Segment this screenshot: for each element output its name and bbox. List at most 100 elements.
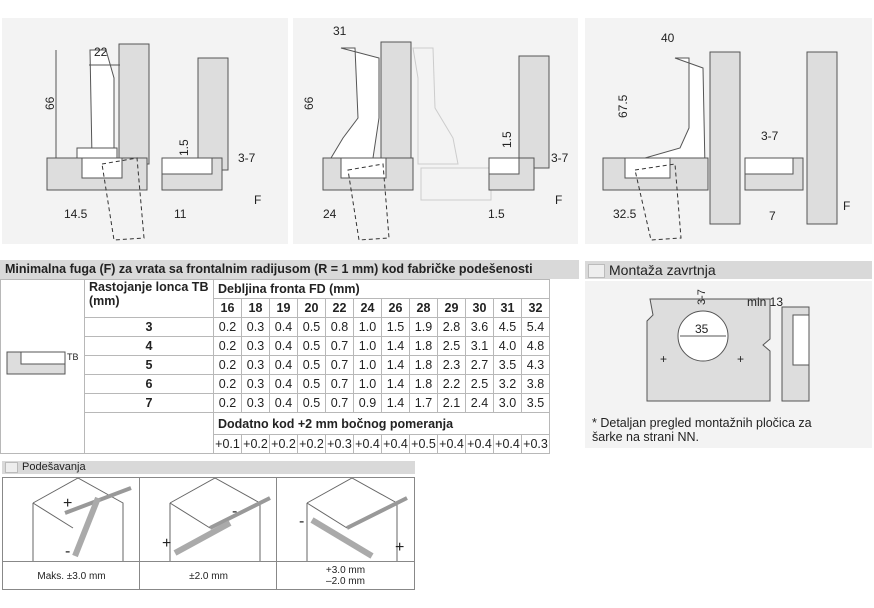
- gap-value: 0.5: [297, 336, 326, 356]
- extra-value: +0.5: [409, 434, 438, 454]
- extra-value: +0.2: [297, 434, 326, 454]
- gap-value: 0.2: [213, 393, 242, 413]
- fd-column-header: 19: [269, 298, 298, 318]
- gap-value: 3.5: [493, 355, 522, 375]
- gap-value: 2.8: [437, 317, 466, 337]
- adjust-item: + - +3.0 mm–2.0 mm: [276, 477, 415, 590]
- gap-value: 0.2: [213, 336, 242, 356]
- extra-value: +0.4: [437, 434, 466, 454]
- adjust-header: Podešavanja: [2, 461, 415, 474]
- extra-header: Dodatno kod +2 mm bočnog pomeranja: [213, 412, 550, 435]
- svg-text:7: 7: [769, 209, 776, 223]
- adjust-item: +-±2.0 mm: [139, 477, 278, 590]
- svg-text:40: 40: [661, 31, 675, 45]
- minus-label: -: [299, 513, 304, 530]
- tb-value: 4: [84, 336, 214, 356]
- gap-value: 0.3: [241, 374, 270, 394]
- gap-value: 3.8: [521, 374, 550, 394]
- tb-value: 5: [84, 355, 214, 375]
- gap-value: 0.4: [269, 355, 298, 375]
- gap-value: 0.2: [213, 374, 242, 394]
- svg-text:+: +: [737, 352, 744, 366]
- gap-value: 4.5: [493, 317, 522, 337]
- gap-value: 2.3: [437, 355, 466, 375]
- gap-value: 1.8: [409, 336, 438, 356]
- gap-value: 3.1: [465, 336, 494, 356]
- gap-value: 2.2: [437, 374, 466, 394]
- svg-text:3-7: 3-7: [696, 289, 708, 305]
- gap-value: 1.4: [381, 374, 410, 394]
- extra-value: +0.1: [213, 434, 242, 454]
- plus-label: +: [63, 495, 72, 512]
- gap-value: 1.4: [381, 355, 410, 375]
- fd-column-header: 24: [353, 298, 382, 318]
- hinge-diagram-3: 40 67.5 32.5 3-7 F 7: [585, 18, 872, 244]
- extra-value: +0.4: [353, 434, 382, 454]
- gap-value: 1.9: [409, 317, 438, 337]
- gap-value: 1.7: [409, 393, 438, 413]
- svg-text:3-7: 3-7: [551, 151, 569, 165]
- gap-value: 0.7: [325, 393, 354, 413]
- gap-value: 1.4: [381, 336, 410, 356]
- svg-text:3-7: 3-7: [238, 151, 256, 165]
- gap-value: 0.5: [297, 393, 326, 413]
- gap-value: 3.0: [493, 393, 522, 413]
- svg-text:31: 31: [333, 24, 347, 38]
- gap-value: 0.4: [269, 317, 298, 337]
- svg-text:min 13: min 13: [747, 295, 783, 309]
- extra-value: +0.4: [465, 434, 494, 454]
- extra-value: +0.4: [493, 434, 522, 454]
- fd-column-header: 18: [241, 298, 270, 318]
- gap-value: 0.4: [269, 336, 298, 356]
- gap-value: 0.4: [269, 374, 298, 394]
- svg-text:1.5: 1.5: [488, 207, 505, 221]
- svg-text:F: F: [254, 193, 261, 207]
- gap-value: 1.0: [353, 355, 382, 375]
- svg-text:1.5: 1.5: [177, 139, 191, 156]
- table-title: Minimalna fuga (F) za vrata sa frontalni…: [0, 260, 579, 279]
- gap-value: 0.3: [241, 393, 270, 413]
- gap-value: 1.5: [381, 317, 410, 337]
- gap-value: 1.8: [409, 374, 438, 394]
- gap-value: 0.8: [325, 317, 354, 337]
- mounting-header: Montaža zavrtnja: [585, 261, 872, 279]
- gap-value: 0.3: [241, 355, 270, 375]
- adjust-caption: Maks. ±3.0 mm: [3, 561, 140, 590]
- adjust-caption: +3.0 mm–2.0 mm: [277, 561, 414, 590]
- gap-value: 0.7: [325, 355, 354, 375]
- gap-value: 0.3: [241, 336, 270, 356]
- svg-text:24: 24: [323, 207, 337, 221]
- svg-text:F: F: [555, 193, 562, 207]
- svg-text:TB: TB: [67, 352, 79, 362]
- gap-value: 3.6: [465, 317, 494, 337]
- gap-value: 3.5: [521, 393, 550, 413]
- gap-value: 2.4: [465, 393, 494, 413]
- gap-value: 1.0: [353, 336, 382, 356]
- gap-value: 1.8: [409, 355, 438, 375]
- fd-column-header: 20: [297, 298, 326, 318]
- fd-column-header: 32: [521, 298, 550, 318]
- fd-column-header: 31: [493, 298, 522, 318]
- svg-text:+: +: [660, 352, 667, 366]
- plus-label: +: [395, 539, 404, 556]
- gap-value: 1.0: [353, 374, 382, 394]
- gap-value: 0.7: [325, 374, 354, 394]
- fd-column-header: 22: [325, 298, 354, 318]
- gap-value: 3.2: [493, 374, 522, 394]
- gap-value: 2.5: [437, 336, 466, 356]
- gap-value: 0.7: [325, 336, 354, 356]
- gap-value: 0.2: [213, 317, 242, 337]
- fd-column-header: 28: [409, 298, 438, 318]
- gap-value: 2.5: [465, 374, 494, 394]
- gap-value: 4.0: [493, 336, 522, 356]
- hinge-diagram-1: 22 66 14.5 1.5 3-7 F 11: [2, 18, 288, 244]
- section-icon: [588, 264, 605, 279]
- fd-column-header: 29: [437, 298, 466, 318]
- svg-text:11: 11: [174, 207, 187, 221]
- gap-value: 5.4: [521, 317, 550, 337]
- svg-text:32.5: 32.5: [613, 207, 637, 221]
